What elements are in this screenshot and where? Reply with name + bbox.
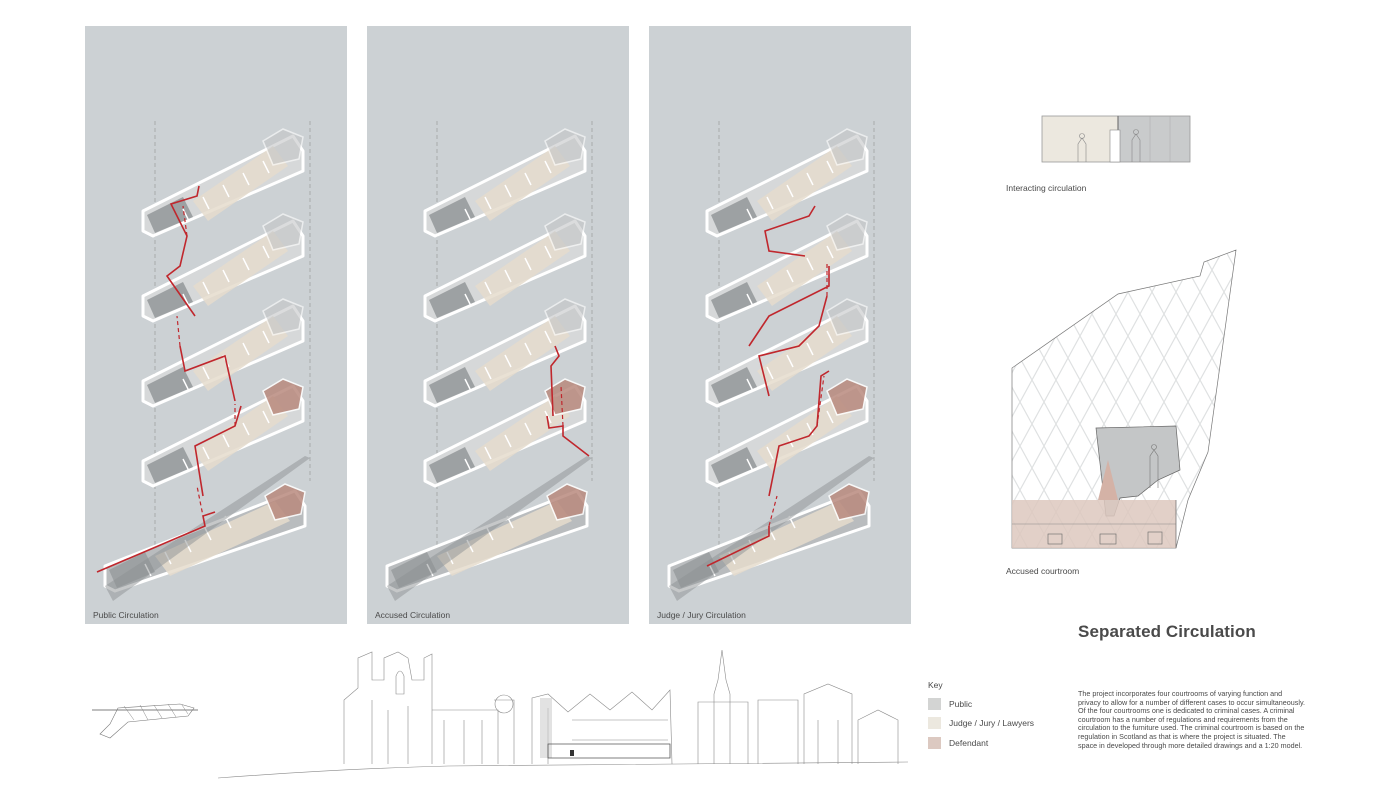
floor-plates	[385, 121, 593, 601]
circulation-path	[96, 185, 242, 573]
circulation-path	[546, 345, 590, 457]
key-item-judge-jury-lawyers: Judge / Jury / Lawyers	[928, 716, 1034, 730]
panel-caption: Public Circulation	[93, 610, 159, 620]
key-label: Public	[949, 699, 973, 709]
axonometric-public	[96, 121, 311, 601]
panel-caption: Judge / Jury Circulation	[657, 610, 746, 620]
key-label: Defendant	[949, 738, 989, 748]
key-swatch	[928, 737, 941, 749]
axonometric-accused	[385, 121, 593, 601]
interacting-caption: Interacting circulation	[1006, 183, 1087, 193]
circulation-path	[706, 205, 830, 567]
key-swatch	[928, 717, 941, 729]
site-plan-thumbnail	[92, 703, 198, 739]
page-title: Separated Circulation	[1078, 622, 1256, 641]
key-swatch	[928, 698, 941, 710]
key-item-defendant: Defendant	[928, 736, 988, 750]
accused-courtroom-section	[1011, 249, 1237, 549]
panel-accused-circulation: Accused Circulation	[367, 26, 629, 624]
floor-plates	[103, 121, 311, 601]
axonometric-judge-jury	[667, 121, 875, 601]
street-elevation	[218, 649, 909, 779]
floor-plates	[667, 121, 875, 601]
accused-caption: Accused courtroom	[1006, 566, 1080, 576]
panel-caption: Accused Circulation	[375, 610, 451, 620]
panel-public-circulation: Public Circulation	[85, 26, 347, 624]
project-description: The project incorporates four courtrooms…	[1078, 689, 1306, 750]
interacting-circulation-section	[1041, 115, 1191, 163]
key-title: Key	[928, 680, 943, 690]
panel-judge-jury-circulation: Judge / Jury Circulation	[649, 26, 911, 624]
key-label: Judge / Jury / Lawyers	[949, 718, 1035, 728]
key-item-public: Public	[928, 697, 972, 711]
